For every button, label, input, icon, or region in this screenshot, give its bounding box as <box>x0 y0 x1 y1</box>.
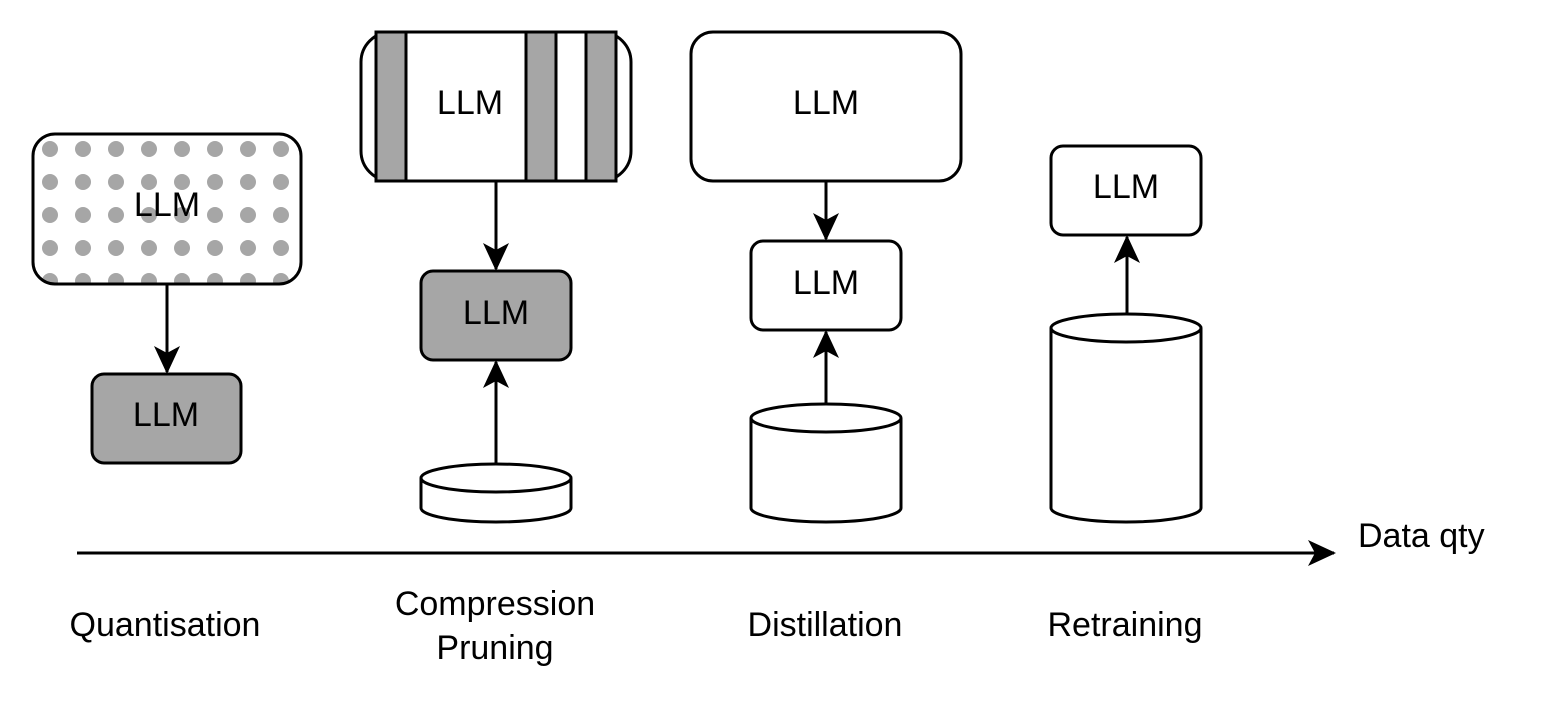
quantisation-group: LLM LLM <box>31 132 303 465</box>
pruned-llm-box: LLM <box>359 30 633 183</box>
label-pruning: Pruning <box>436 629 553 667</box>
teacher-llm-box: LLM <box>689 30 963 183</box>
retraining-group: LLM <box>1049 144 1203 524</box>
label-compression: Compression <box>395 585 595 623</box>
student-llm-box: LLM <box>749 239 903 332</box>
pruning-result-label: LLM <box>463 294 529 332</box>
pruning-result-box: LLM <box>419 269 573 362</box>
pruned-layer <box>584 30 618 183</box>
retraining-data-cylinder <box>1049 312 1203 524</box>
quantised-llm-box: LLM <box>31 132 303 286</box>
pruning-data-cylinder <box>419 462 573 524</box>
pruned-llm-label: LLM <box>437 84 503 122</box>
quantisation-result-label: LLM <box>133 396 199 434</box>
teacher-llm-label: LLM <box>793 84 859 122</box>
distillation-group: LLM LLM <box>689 30 963 524</box>
student-llm-label: LLM <box>793 264 859 302</box>
retrained-llm-box: LLM <box>1049 144 1203 237</box>
pruned-layer <box>524 30 558 183</box>
axis-label: Data qty <box>1358 517 1485 555</box>
pruning-group: LLM LLM <box>359 30 633 524</box>
label-retraining: Retraining <box>1048 606 1203 644</box>
quantised-llm-label: LLM <box>134 186 200 224</box>
distillation-data-cylinder <box>749 402 903 524</box>
retrained-llm-label: LLM <box>1093 168 1159 206</box>
pruned-layer <box>374 30 408 183</box>
label-quantisation: Quantisation <box>70 606 261 644</box>
label-distillation: Distillation <box>748 606 903 644</box>
quantisation-result-box: LLM <box>90 372 243 465</box>
